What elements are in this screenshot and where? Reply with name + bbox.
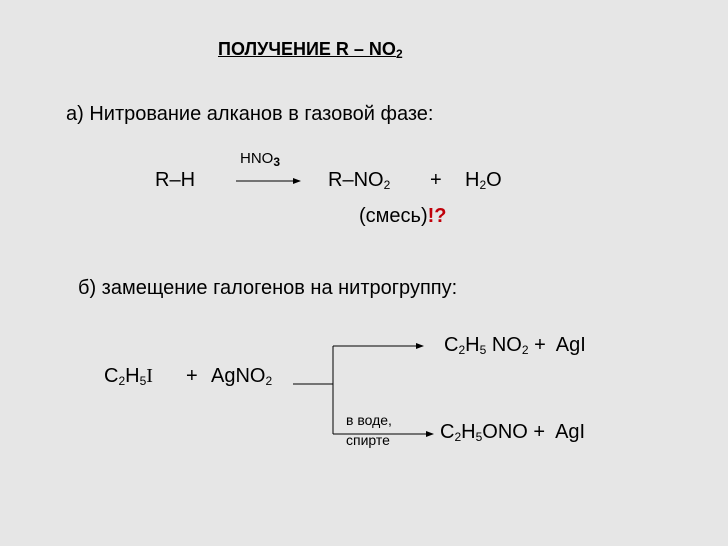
pt-c: C <box>444 334 459 356</box>
section-a-reactant: R–H <box>155 169 196 191</box>
section-a-heading: а) Нитрование алканов в газовой фазе: <box>66 103 434 125</box>
product-2-post: O <box>486 169 502 191</box>
reactant-sub-2: 5 <box>139 374 147 388</box>
product-2-subscript: 2 <box>479 178 487 192</box>
reactant-c: C <box>104 365 119 387</box>
section-a-product-1: R–NO2 <box>328 169 391 192</box>
pt-sub-1: 2 <box>458 343 466 357</box>
reactant-halogen: I <box>146 365 153 387</box>
pb-rest: ONO <box>482 421 528 443</box>
page-title: ПОЛУЧЕНИЕ R – NO2 <box>218 39 403 61</box>
condition-line-1: в воде, <box>346 412 392 428</box>
section-b-reactant: C2H5I <box>104 365 153 388</box>
section-b-product-top: C2H5 NO2 + AgI <box>444 334 586 357</box>
pt-h: H <box>465 334 480 356</box>
section-b-reagent: AgNO2 <box>211 365 273 388</box>
pb-h: H <box>461 421 476 443</box>
note-text: (смесь) <box>359 205 428 227</box>
section-a-note: (смесь)!? <box>359 206 447 226</box>
pb-c: C <box>440 421 455 443</box>
section-b-product-bottom: C2H5ONO + AgI <box>440 421 586 444</box>
section-b-plus: + <box>186 365 198 387</box>
reagent-subscript: 3 <box>273 155 281 169</box>
reagent-text: HNO <box>240 150 274 167</box>
condition-line-2: спирте <box>346 432 390 448</box>
b-reagent-text: AgNO <box>211 365 266 387</box>
section-a-plus: + <box>430 169 442 191</box>
reactant-h: H <box>125 365 140 387</box>
b-reagent-subscript: 2 <box>265 374 273 388</box>
section-b-heading: б) замещение галогенов на нитрогруппу: <box>78 277 458 299</box>
title-subscript: 2 <box>395 47 403 61</box>
pt-tail: + AgI <box>528 334 586 356</box>
section-a-product-2: H2O <box>465 169 502 192</box>
product-2-pre: H <box>465 169 480 191</box>
reaction-conditions: в воде, спирте <box>346 410 392 450</box>
product-1-text: R–NO <box>328 169 384 191</box>
section-a-reagent: HNO3 <box>240 150 281 169</box>
pt-sub-2: 5 <box>479 343 487 357</box>
product-1-subscript: 2 <box>383 178 391 192</box>
pb-sub-2: 5 <box>475 430 483 444</box>
note-mark: !? <box>427 205 447 227</box>
reactant-sub-1: 2 <box>118 374 126 388</box>
pt-sub-3: 2 <box>521 343 529 357</box>
pb-sub-1: 2 <box>454 430 462 444</box>
pt-rest: NO <box>486 334 522 356</box>
pb-tail: + AgI <box>527 421 586 443</box>
title-text: ПОЛУЧЕНИЕ R – NO <box>218 39 396 59</box>
